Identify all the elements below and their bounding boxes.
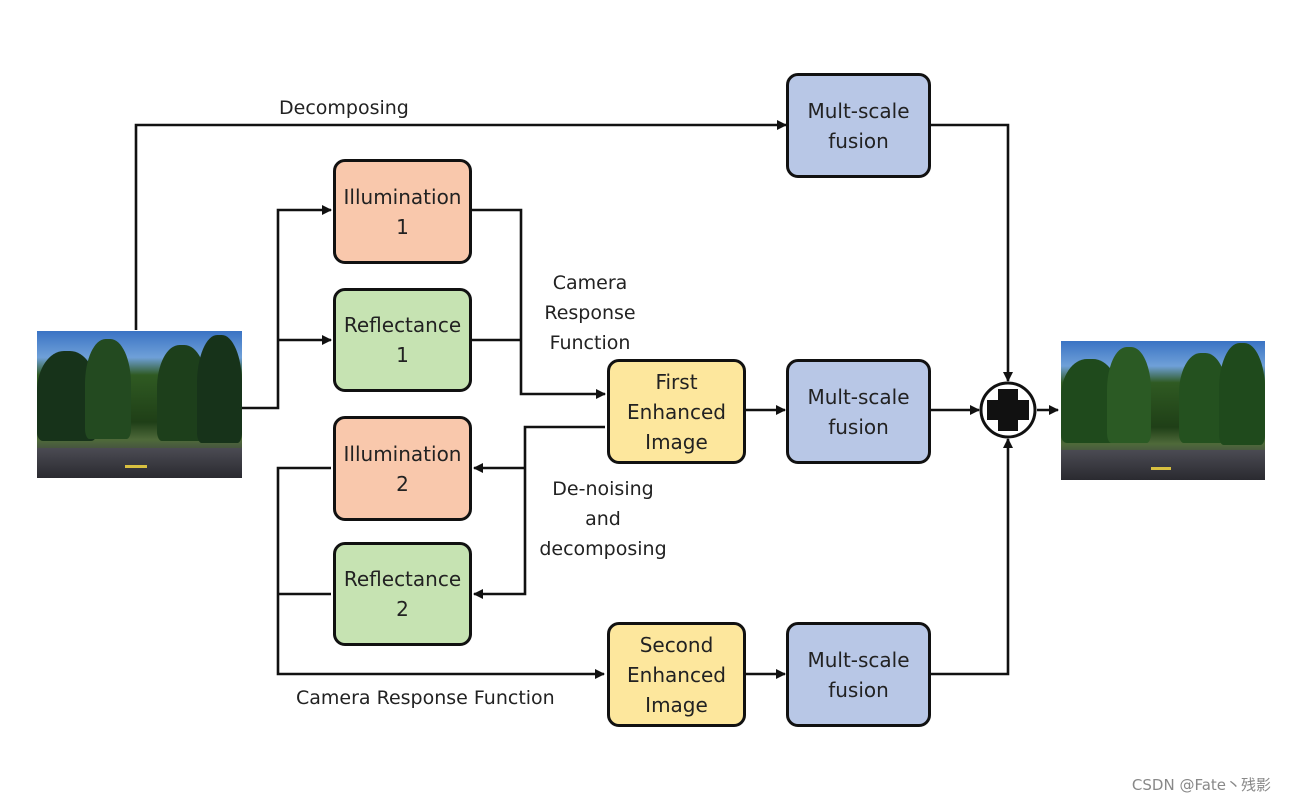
edge-input-to-fusion-top: [134, 120, 787, 330]
second-enhanced-line1: Second: [639, 632, 714, 657]
illumination-2-label-line2: 2: [396, 471, 409, 496]
illumination-1-box: Illumination 1: [333, 159, 472, 264]
crf-top-line3: Function: [549, 332, 631, 354]
fusion-bottom-line2: fusion: [828, 677, 889, 702]
input-road-photo-icon: [37, 331, 242, 478]
edge-illum2-out: [276, 466, 605, 679]
reflectance-1-box: Reflectance 1: [333, 288, 472, 392]
edge-first-to-denoise: [473, 425, 605, 599]
denoising-decomposing-label: De-noising and decomposing: [528, 474, 678, 564]
illumination-2-label-line1: Illumination: [343, 441, 462, 466]
second-enhanced-line3: Image: [645, 692, 708, 717]
camera-response-function-top-label: Camera Response Function: [530, 268, 650, 358]
second-enhanced-line2: Enhanced: [627, 662, 726, 687]
first-enhanced-line1: First: [655, 369, 698, 394]
crf-top-line1: Camera: [552, 272, 628, 294]
watermark: CSDN @Fate丶残影: [1131, 776, 1271, 794]
edge-fusion-bottom-to-plus: [931, 438, 1013, 676]
fusion-top-line2: fusion: [828, 128, 889, 153]
edge-illum1-out: [472, 208, 606, 399]
fusion-bottom-box: Mult-scale fusion: [786, 622, 931, 727]
reflectance-1-label-line2: 1: [396, 343, 409, 367]
output-road-photo-icon: [1061, 341, 1265, 480]
fusion-bottom-line1: Mult-scale: [807, 647, 910, 672]
plus-circle-icon: [979, 381, 1037, 439]
first-enhanced-line3: Image: [645, 429, 708, 454]
reflectance-2-box: Reflectance 2: [333, 542, 472, 646]
edge-fusion-top-to-plus: [931, 123, 1013, 382]
reflectance-2-label-line1: Reflectance: [343, 567, 462, 591]
denoise-line1: De-noising: [552, 478, 654, 500]
reflectance-2-label-line2: 2: [396, 597, 409, 621]
illumination-1-label-line2: 1: [396, 214, 409, 239]
crf-top-line2: Response: [544, 302, 636, 324]
fusion-mid-line1: Mult-scale: [807, 384, 910, 409]
fusion-top-box: Mult-scale fusion: [786, 73, 931, 178]
denoise-line2: and: [585, 508, 621, 530]
second-enhanced-image-box: Second Enhanced Image: [607, 622, 746, 727]
denoise-line3: decomposing: [539, 538, 667, 560]
camera-response-function-bottom-label: Camera Response Function: [296, 687, 555, 709]
illumination-1-label-line1: Illumination: [343, 184, 462, 209]
illumination-2-box: Illumination 2: [333, 416, 472, 521]
decomposing-label: Decomposing: [279, 97, 409, 119]
reflectance-1-label-line1: Reflectance: [343, 313, 462, 337]
fusion-mid-line2: fusion: [828, 414, 889, 439]
edge-input-to-branch: [242, 205, 332, 410]
fusion-mid-box: Mult-scale fusion: [786, 359, 931, 464]
fusion-top-line1: Mult-scale: [807, 98, 910, 123]
first-enhanced-line2: Enhanced: [627, 399, 726, 424]
first-enhanced-image-box: First Enhanced Image: [607, 359, 746, 464]
